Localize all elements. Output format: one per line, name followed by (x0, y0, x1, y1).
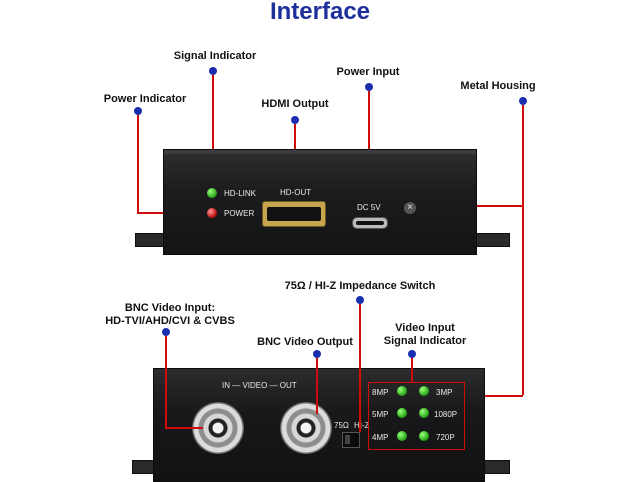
hdmi-output-label: HDMI Output (261, 98, 329, 110)
metal-housing-label: Metal Housing (460, 80, 536, 92)
bnc-input-dot (162, 328, 170, 336)
hd-link-led (207, 188, 217, 198)
power-input-dot (365, 83, 373, 91)
res-5mp-text: 5MP (372, 410, 389, 419)
metal-housing-dot (519, 97, 527, 105)
front-flange-right (474, 233, 510, 247)
bnc-input-line-h (165, 427, 203, 429)
video-indicator-panel (368, 382, 465, 450)
res-5mp-led (397, 408, 407, 418)
in-video-out-text: IN — VIDEO — OUT (222, 381, 297, 390)
hd-link-text: HD-LINK (224, 189, 257, 198)
bnc-output-connector (280, 402, 332, 454)
dc-5v-port (352, 217, 388, 229)
res-8mp-led (397, 386, 407, 396)
res-1080p-led (419, 408, 429, 418)
impedance-switch-line (359, 304, 361, 432)
hdmi-output-dot (291, 116, 299, 124)
page-title: Interface (269, 0, 371, 25)
impedance-switch-label: 75Ω / HI-Z Impedance Switch (284, 280, 436, 292)
power-indicator-line-v (137, 115, 139, 213)
bnc-output-dot (313, 350, 321, 358)
hdmi-port (262, 201, 326, 227)
metal-housing-line-bottom (464, 395, 523, 397)
video-input-line (411, 358, 413, 382)
screw-icon: × (404, 202, 416, 214)
hi-z-text: HI-Z (354, 421, 370, 430)
res-1080p-text: 1080P (434, 410, 458, 419)
bnc-input-label-line2: HD-TVI/AHD/CVI & CVBS (105, 315, 235, 327)
res-4mp-text: 4MP (372, 433, 389, 442)
power-input-label: Power Input (336, 66, 400, 78)
video-input-dot (408, 350, 416, 358)
ohm-75-text: 75Ω (334, 421, 349, 430)
back-flange-right (482, 460, 510, 474)
signal-indicator-line (212, 75, 214, 187)
res-3mp-led (419, 386, 429, 396)
res-3mp-text: 3MP (436, 388, 453, 397)
power-indicator-dot (134, 107, 142, 115)
res-720p-text: 720P (436, 433, 455, 442)
res-4mp-led (397, 431, 407, 441)
video-input-label-line1: Video Input (395, 322, 455, 334)
bnc-input-line-v (165, 336, 167, 428)
metal-housing-line-top (466, 205, 523, 207)
dc-5v-text: DC 5V (357, 203, 381, 212)
impedance-switch-dot (356, 296, 364, 304)
metal-housing-line-v (522, 105, 524, 395)
hd-out-text: HD-OUT (280, 188, 312, 197)
bnc-output-label: BNC Video Output (257, 336, 353, 348)
impedance-switch (342, 432, 360, 448)
bnc-input-label-line1: BNC Video Input: (124, 302, 216, 314)
power-text: POWER (224, 209, 255, 218)
res-720p-led (419, 431, 429, 441)
signal-indicator-dot (209, 67, 217, 75)
res-8mp-text: 8MP (372, 388, 389, 397)
signal-indicator-label: Signal Indicator (173, 50, 257, 62)
video-input-label-line2: Signal Indicator (383, 335, 467, 347)
power-led (207, 208, 217, 218)
power-indicator-label: Power Indicator (103, 93, 187, 105)
bnc-output-line (316, 358, 318, 414)
power-input-line (368, 91, 370, 203)
